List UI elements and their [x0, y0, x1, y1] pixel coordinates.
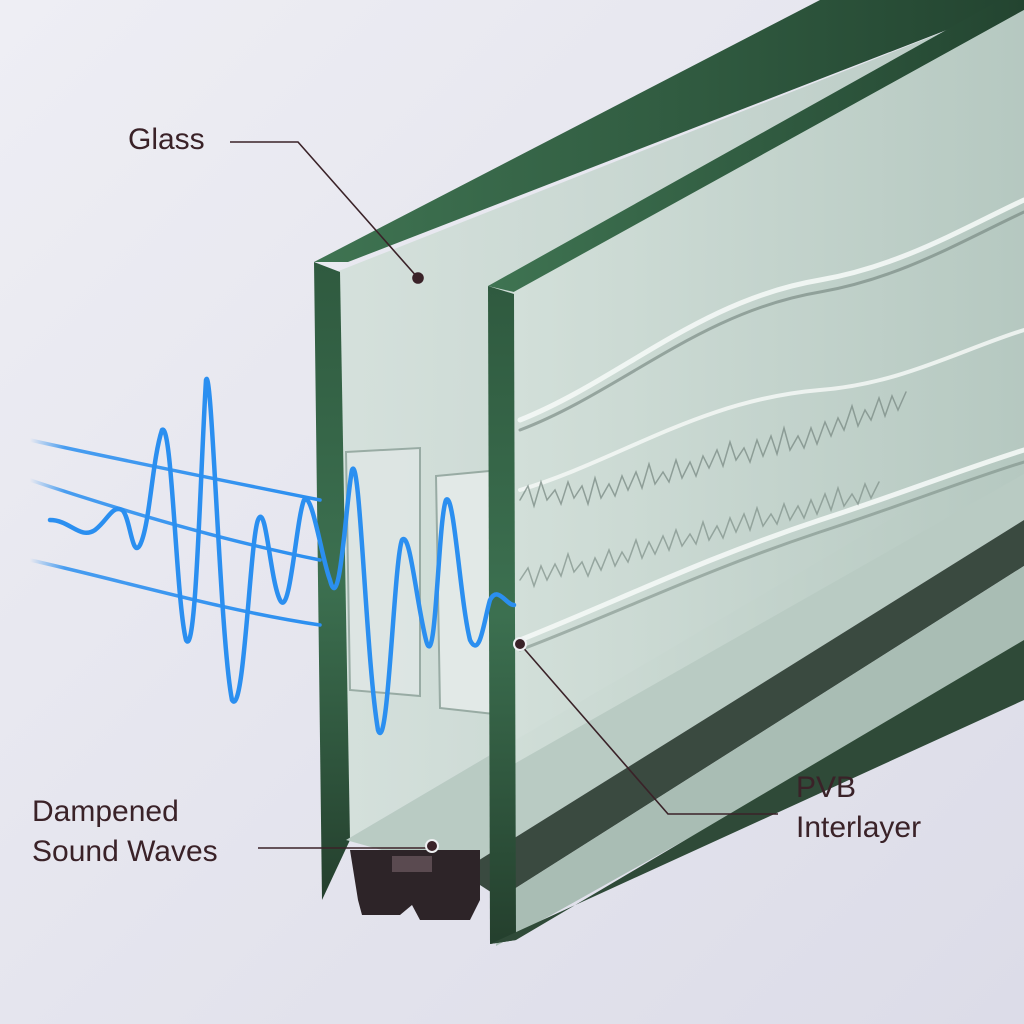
curve-low-shadow: [518, 460, 1024, 652]
front-pane-front-edge: [488, 286, 516, 944]
front-pane-top-edge: [488, 0, 1024, 292]
noise-trace-1: [519, 391, 907, 509]
curve-top-shadow: [518, 210, 1024, 432]
front-pane-face: [510, 10, 1024, 764]
front-glass-pane: [488, 0, 1024, 944]
spacer-slot: [392, 856, 432, 872]
sound-wave-line-3: [28, 558, 322, 627]
curve-top: [517, 197, 1024, 423]
pvb-label-line-1: PVB: [796, 771, 857, 804]
glass-leader-dot: [412, 272, 424, 284]
dampened-label-line-1: Dampened: [32, 795, 179, 828]
frame-strip-lower: [496, 566, 1024, 946]
block-left: [344, 446, 421, 698]
glass-leader-line: [230, 141, 419, 279]
noise-trace-2: [519, 481, 880, 589]
sound-wave-line-2: [28, 478, 322, 562]
sound-waves: [28, 376, 517, 736]
glass-label-text: Glass: [128, 123, 205, 156]
interlayer-blocks: [344, 446, 502, 716]
interlayer-curves: [517, 197, 1024, 652]
dampened-leader-dot: [425, 839, 439, 853]
dampened-label-line-2: Sound Waves: [32, 835, 218, 868]
curve-mid: [518, 328, 1024, 492]
spacer-profile: [350, 850, 480, 920]
frame-strip-dark: [460, 520, 1024, 898]
back-pane-top-edge: [314, 0, 1024, 262]
pvb-leader-line: [519, 643, 778, 815]
pvb-leader-dot: [513, 637, 527, 651]
glass-label: Glass: [128, 120, 205, 160]
curve-low: [517, 447, 1024, 643]
pvb-interlayer-label: PVB Interlayer: [796, 768, 921, 848]
pvb-label-line-2: Interlayer: [796, 811, 922, 844]
sound-wave-oscillation: [47, 376, 517, 736]
dampened-sound-waves-label: Dampened Sound Waves: [32, 792, 218, 872]
leader-lines: [230, 141, 778, 853]
